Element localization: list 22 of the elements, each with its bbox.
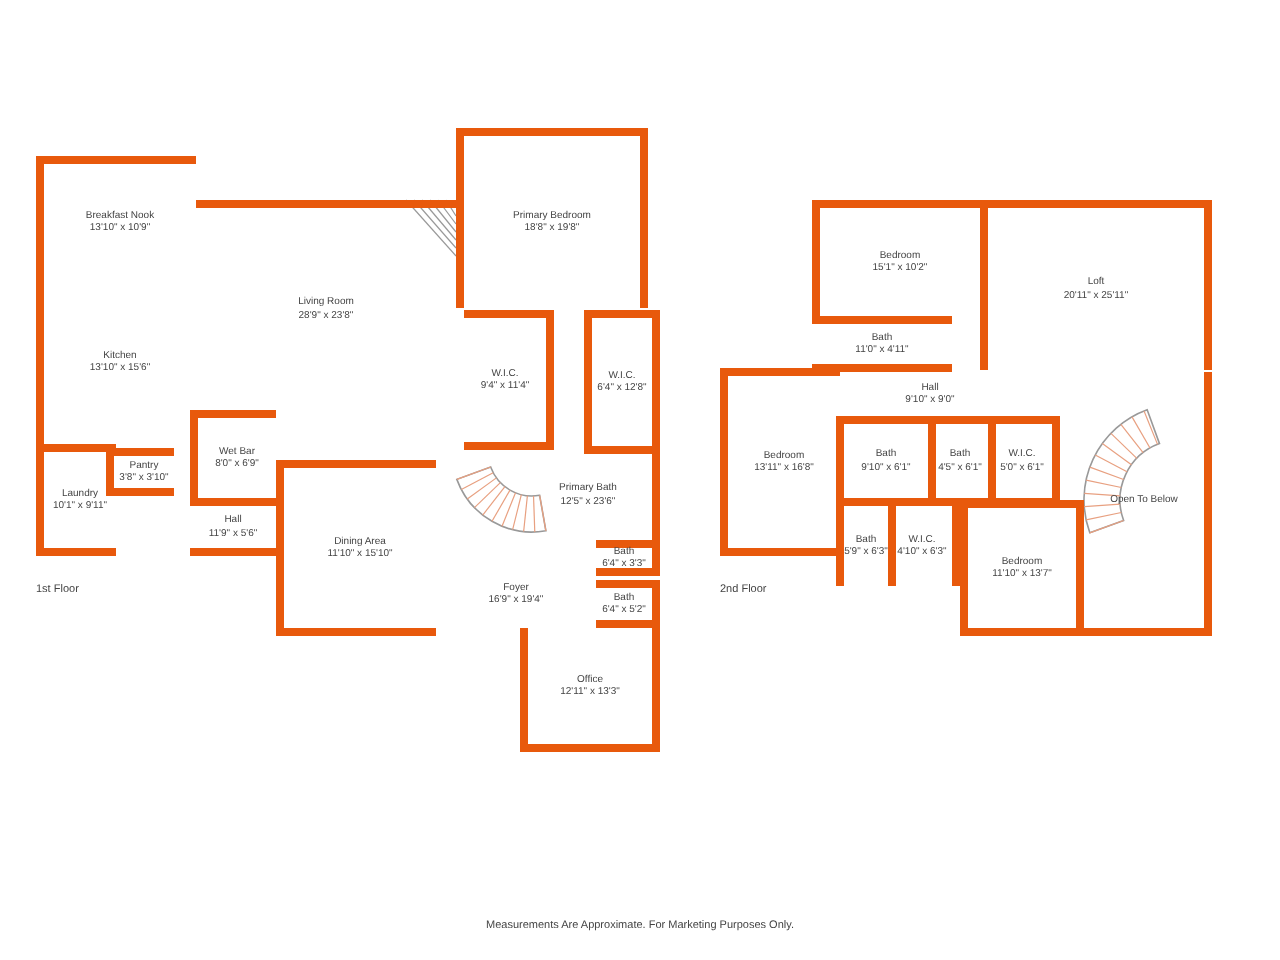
room-outline bbox=[276, 460, 436, 636]
room-outline bbox=[932, 416, 996, 506]
room-outline bbox=[106, 448, 174, 496]
room-outline bbox=[596, 580, 660, 628]
room-outline bbox=[464, 310, 554, 450]
room-outline bbox=[36, 156, 196, 280]
room-outline bbox=[812, 200, 980, 316]
room-outline bbox=[720, 368, 840, 556]
room-outline bbox=[456, 128, 648, 308]
room-outline bbox=[36, 444, 116, 556]
room-outline bbox=[836, 416, 936, 506]
room-outline bbox=[1084, 372, 1212, 636]
room-outline bbox=[190, 410, 276, 506]
room-outline bbox=[892, 506, 960, 586]
room-outline bbox=[980, 200, 1212, 370]
room-outline bbox=[520, 628, 660, 752]
room-outline bbox=[596, 540, 660, 576]
room-outline bbox=[812, 316, 952, 372]
room-outline bbox=[960, 500, 1084, 636]
room-outline bbox=[992, 416, 1060, 506]
room-outline bbox=[836, 506, 896, 586]
room-outline bbox=[584, 310, 660, 454]
